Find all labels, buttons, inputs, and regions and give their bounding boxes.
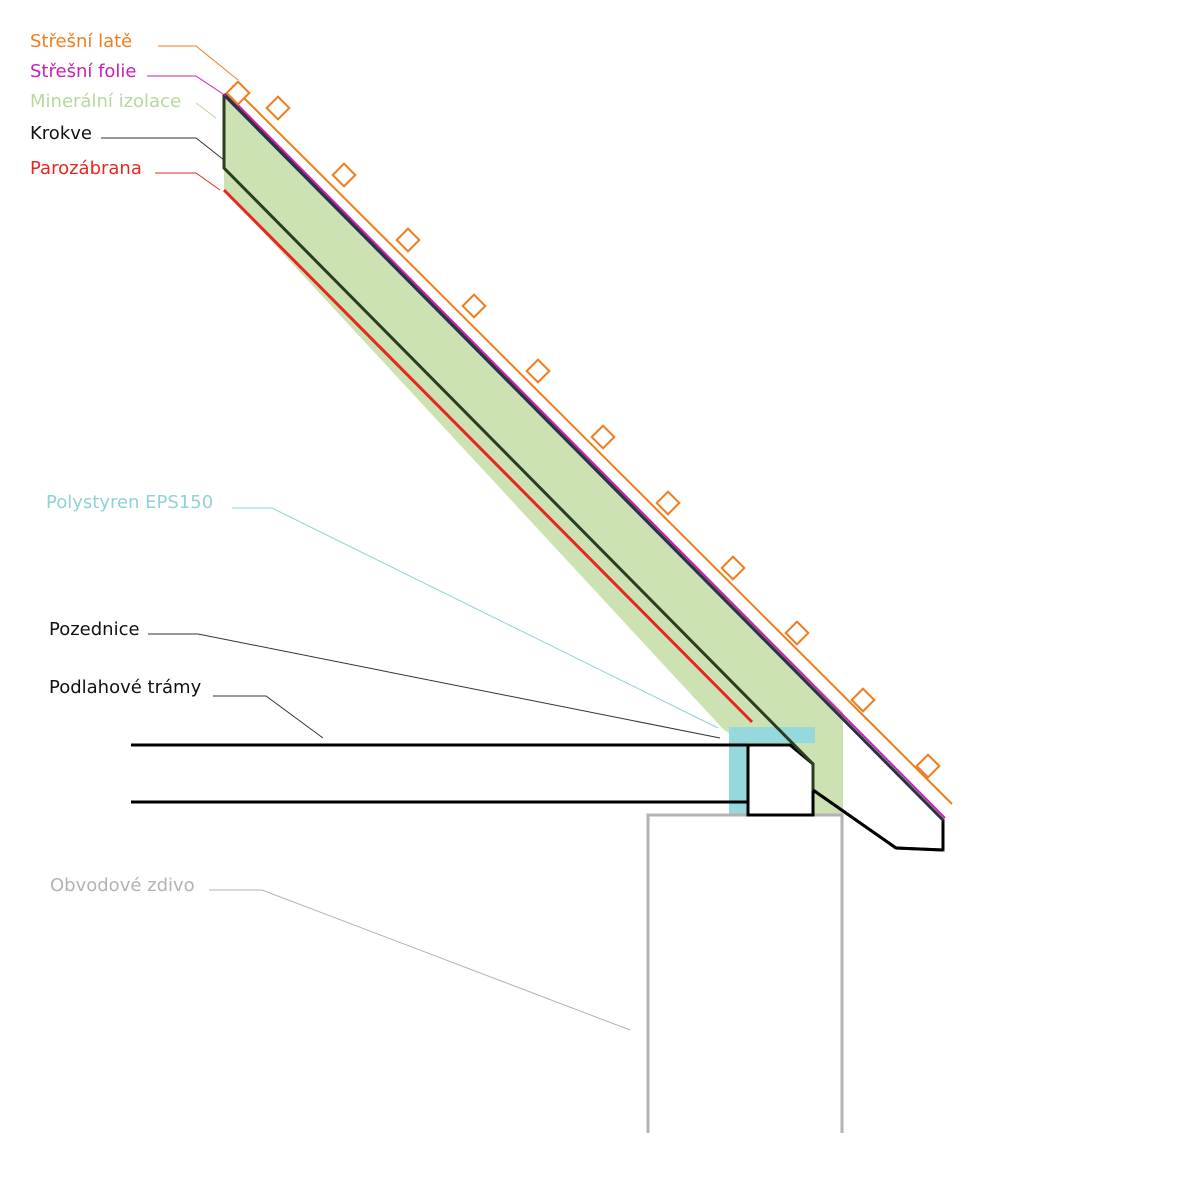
vapor-barrier-line xyxy=(222,188,754,724)
leader-krokve xyxy=(101,137,225,161)
batten-line xyxy=(231,85,953,805)
roof-foil-line xyxy=(225,92,946,819)
batten-square xyxy=(915,753,941,779)
label-mineralni-izolace: Minerální izolace xyxy=(30,91,181,112)
batten-square xyxy=(590,424,616,450)
label-stresni-folie: Střešní folie xyxy=(30,61,137,82)
rafter xyxy=(222,92,945,852)
leader-parozabrana xyxy=(155,172,221,191)
label-parozabrana: Parozábrana xyxy=(30,158,142,179)
label-obvodove-zdivo: Obvodové zdivo xyxy=(50,875,195,896)
floor-beams xyxy=(131,743,795,804)
label-stresni-late: Střešní latě xyxy=(30,31,132,52)
batten-square xyxy=(850,687,876,713)
batten-square xyxy=(461,293,487,319)
leader-stresni-late xyxy=(158,45,239,81)
batten-square xyxy=(655,490,681,516)
label-pozednice: Pozednice xyxy=(49,619,140,640)
leader-pozednice xyxy=(148,633,721,739)
leader-podlahove-tramy xyxy=(213,695,324,739)
roof-foil-dark-edge xyxy=(223,95,944,822)
batten-square xyxy=(225,80,251,106)
eps-polystyrene xyxy=(729,727,815,816)
leader-obvodove-zdivo xyxy=(209,889,631,1031)
leader-polystyren xyxy=(232,507,719,729)
roof-battens xyxy=(225,80,941,779)
batten-square xyxy=(331,162,357,188)
label-krokve: Krokve xyxy=(30,123,92,144)
batten-square xyxy=(395,227,421,253)
perimeter-wall xyxy=(646,813,844,1133)
batten-square xyxy=(265,95,291,121)
label-podlahove-tramy: Podlahové trámy xyxy=(49,677,202,698)
batten-square xyxy=(784,620,810,646)
label-polystyren: Polystyren EPS150 xyxy=(46,492,213,513)
batten-square xyxy=(720,555,746,581)
batten-square xyxy=(525,358,551,384)
mineral-insulation-fill xyxy=(224,94,843,815)
leader-lines xyxy=(101,45,721,1031)
leader-mineralni-izolace xyxy=(195,102,217,119)
leader-stresni-folie xyxy=(147,75,227,97)
